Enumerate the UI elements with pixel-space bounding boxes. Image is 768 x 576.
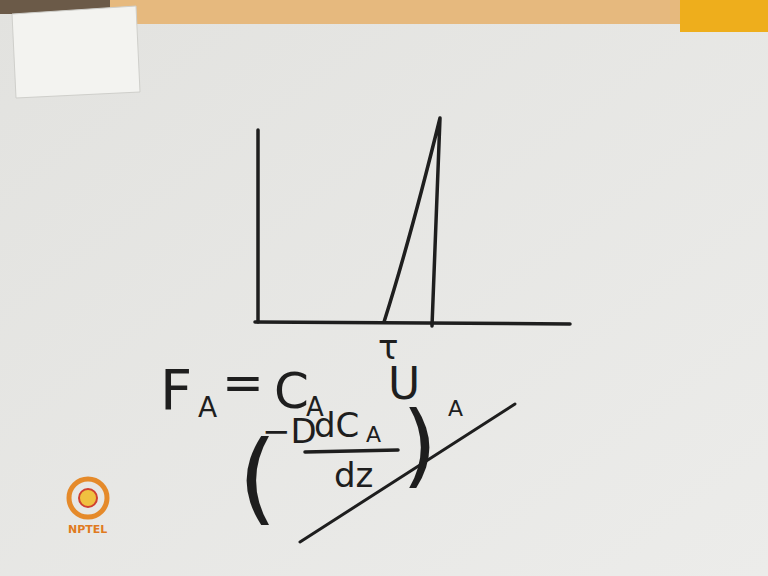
flux-symbol: F xyxy=(160,362,192,418)
corner-note xyxy=(680,0,768,32)
top-band xyxy=(110,0,680,24)
superscript: A xyxy=(448,398,463,420)
subscript: A xyxy=(198,394,217,422)
pulse-curve xyxy=(384,118,440,326)
tau-label: τ xyxy=(378,330,398,364)
nptel-logo xyxy=(69,479,107,517)
concentration-symbol: C xyxy=(274,366,309,416)
equals-sign: = xyxy=(222,358,264,408)
diffusivity-term: −D xyxy=(262,414,317,448)
numerator: dC xyxy=(314,408,359,442)
spike-plot xyxy=(255,118,570,542)
x-axis xyxy=(255,322,570,324)
y-axis xyxy=(256,130,260,322)
logo-text: NPTEL xyxy=(68,524,107,535)
fraction-bar xyxy=(305,450,398,452)
sticky-note xyxy=(12,6,140,98)
subscript: A xyxy=(366,424,381,446)
parenthesis: ) xyxy=(402,400,437,490)
denominator: dz xyxy=(334,458,373,492)
